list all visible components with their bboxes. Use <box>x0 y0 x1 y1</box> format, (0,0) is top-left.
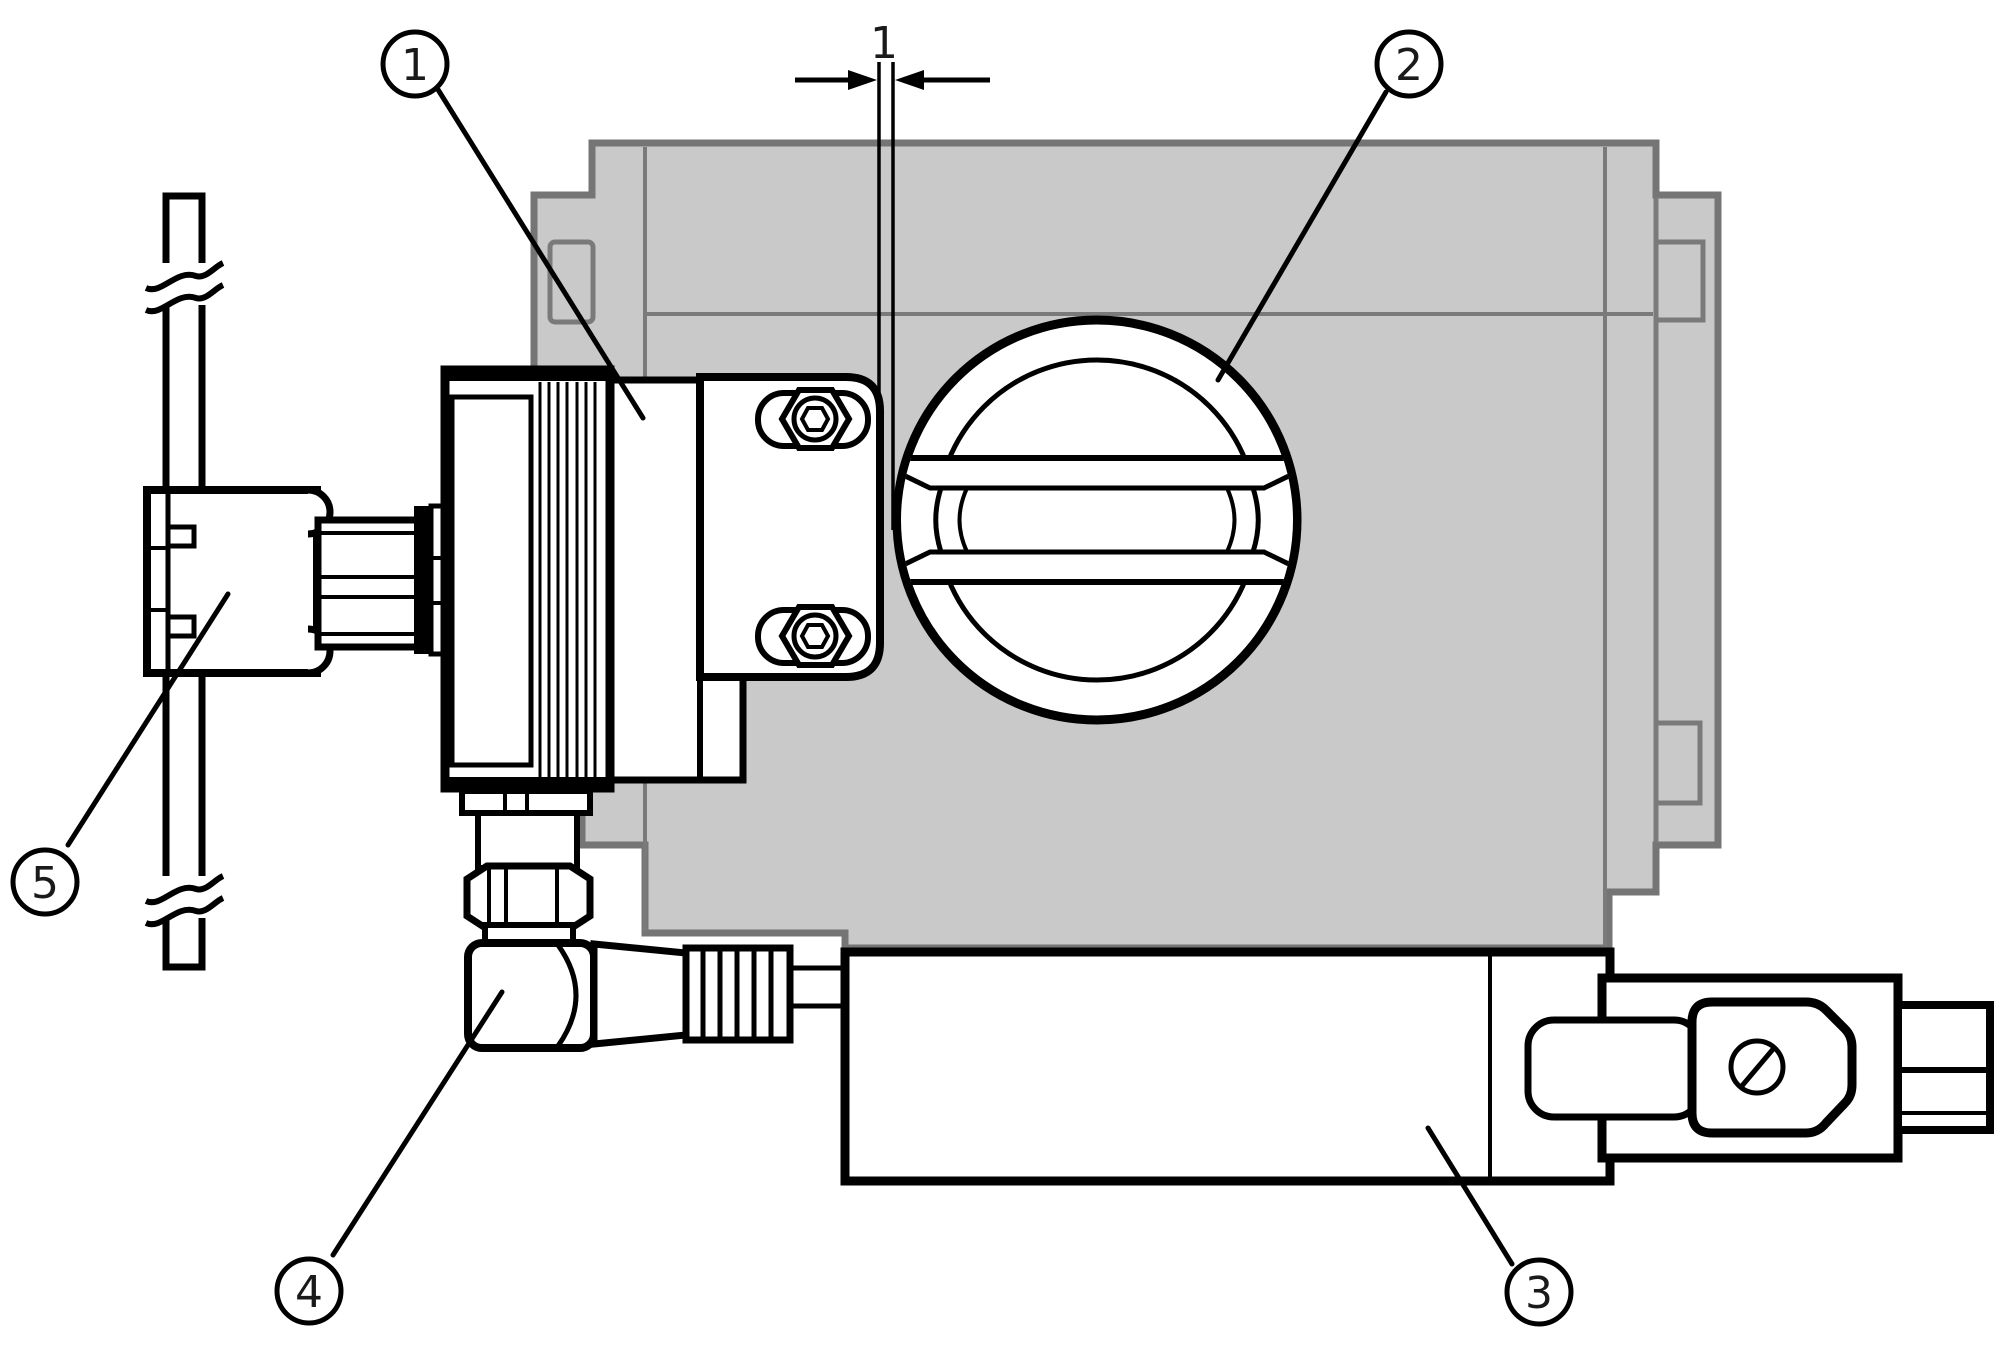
bar-break-bottom-line1 <box>144 873 225 906</box>
dimension-annotation: 1 <box>795 18 990 90</box>
mounting-bolt-bottom <box>755 604 871 668</box>
connector-cone <box>590 940 690 1048</box>
bolt-socket-bottom <box>799 623 831 649</box>
knob-grip-bar-lower <box>901 549 1293 571</box>
knob-hub-arc-left-outer <box>933 487 944 553</box>
flange-notch-bottom <box>1656 720 1703 806</box>
bar-break-top-line1 <box>144 260 225 293</box>
bracket-notch-top <box>165 524 197 549</box>
cable-lug-strip <box>1524 1016 1704 1121</box>
leader-line-1 <box>434 85 646 421</box>
callout-circle-2 <box>1374 29 1444 99</box>
callouts: 1 2 3 4 5 <box>10 29 1574 1327</box>
neck <box>475 810 580 871</box>
gland-nut <box>463 862 594 933</box>
bracket-notch-bottom <box>165 614 197 639</box>
callout-label-2: 2 <box>1395 40 1423 91</box>
bottom-manifold <box>840 947 1994 1186</box>
bolt-socket-top <box>799 406 831 432</box>
bar-break-top-line2 <box>144 282 225 315</box>
callout-circle-5 <box>10 847 80 917</box>
knob-grip-bar-upper <box>901 469 1293 491</box>
positioner-window <box>449 394 534 768</box>
leader-line-5 <box>65 591 231 848</box>
callout-circle-4 <box>274 1256 344 1326</box>
knob-hub-arc-right-outer <box>1250 487 1261 553</box>
flange-notch-top <box>1656 239 1706 323</box>
knob-grip-band <box>901 458 1293 582</box>
callout-label-5: 5 <box>31 858 59 909</box>
positioner-assembly <box>440 365 884 945</box>
strain-relief-ribs <box>700 951 774 1037</box>
housing-step-detail <box>547 239 596 325</box>
callout-label-1: 1 <box>401 40 429 91</box>
leader-line-2 <box>1215 89 1389 383</box>
leader-line-3 <box>1425 1125 1515 1267</box>
mounting-plate <box>696 373 884 681</box>
bracket-block <box>143 486 321 677</box>
mounting-bar-assembly <box>143 192 452 971</box>
dim-arrowhead-right <box>895 70 924 90</box>
callout-label-4: 4 <box>295 1267 323 1318</box>
hand-knob <box>892 315 1302 725</box>
positioner-ribs <box>538 382 597 777</box>
coupling-flange-dark <box>414 506 431 654</box>
callout-label-3: 3 <box>1525 1268 1553 1319</box>
knob-hub-arc-left-inner <box>957 487 969 553</box>
elbow-inner-arc <box>555 943 579 1048</box>
callout-circle-1 <box>380 29 450 99</box>
knob-hub-arc-right-inner <box>1225 487 1237 553</box>
leader-line-4 <box>330 989 505 1258</box>
dim-arrowhead-left <box>848 70 877 90</box>
dimension-label: 1 <box>870 18 898 69</box>
mounting-bolt-top <box>755 387 871 451</box>
manifold-body <box>840 947 1615 1186</box>
positioner-top-cap <box>443 366 610 381</box>
callout-circle-3 <box>1504 1257 1574 1327</box>
bar-break-bottom-line2 <box>144 895 225 928</box>
screw-slot <box>1739 1046 1776 1089</box>
